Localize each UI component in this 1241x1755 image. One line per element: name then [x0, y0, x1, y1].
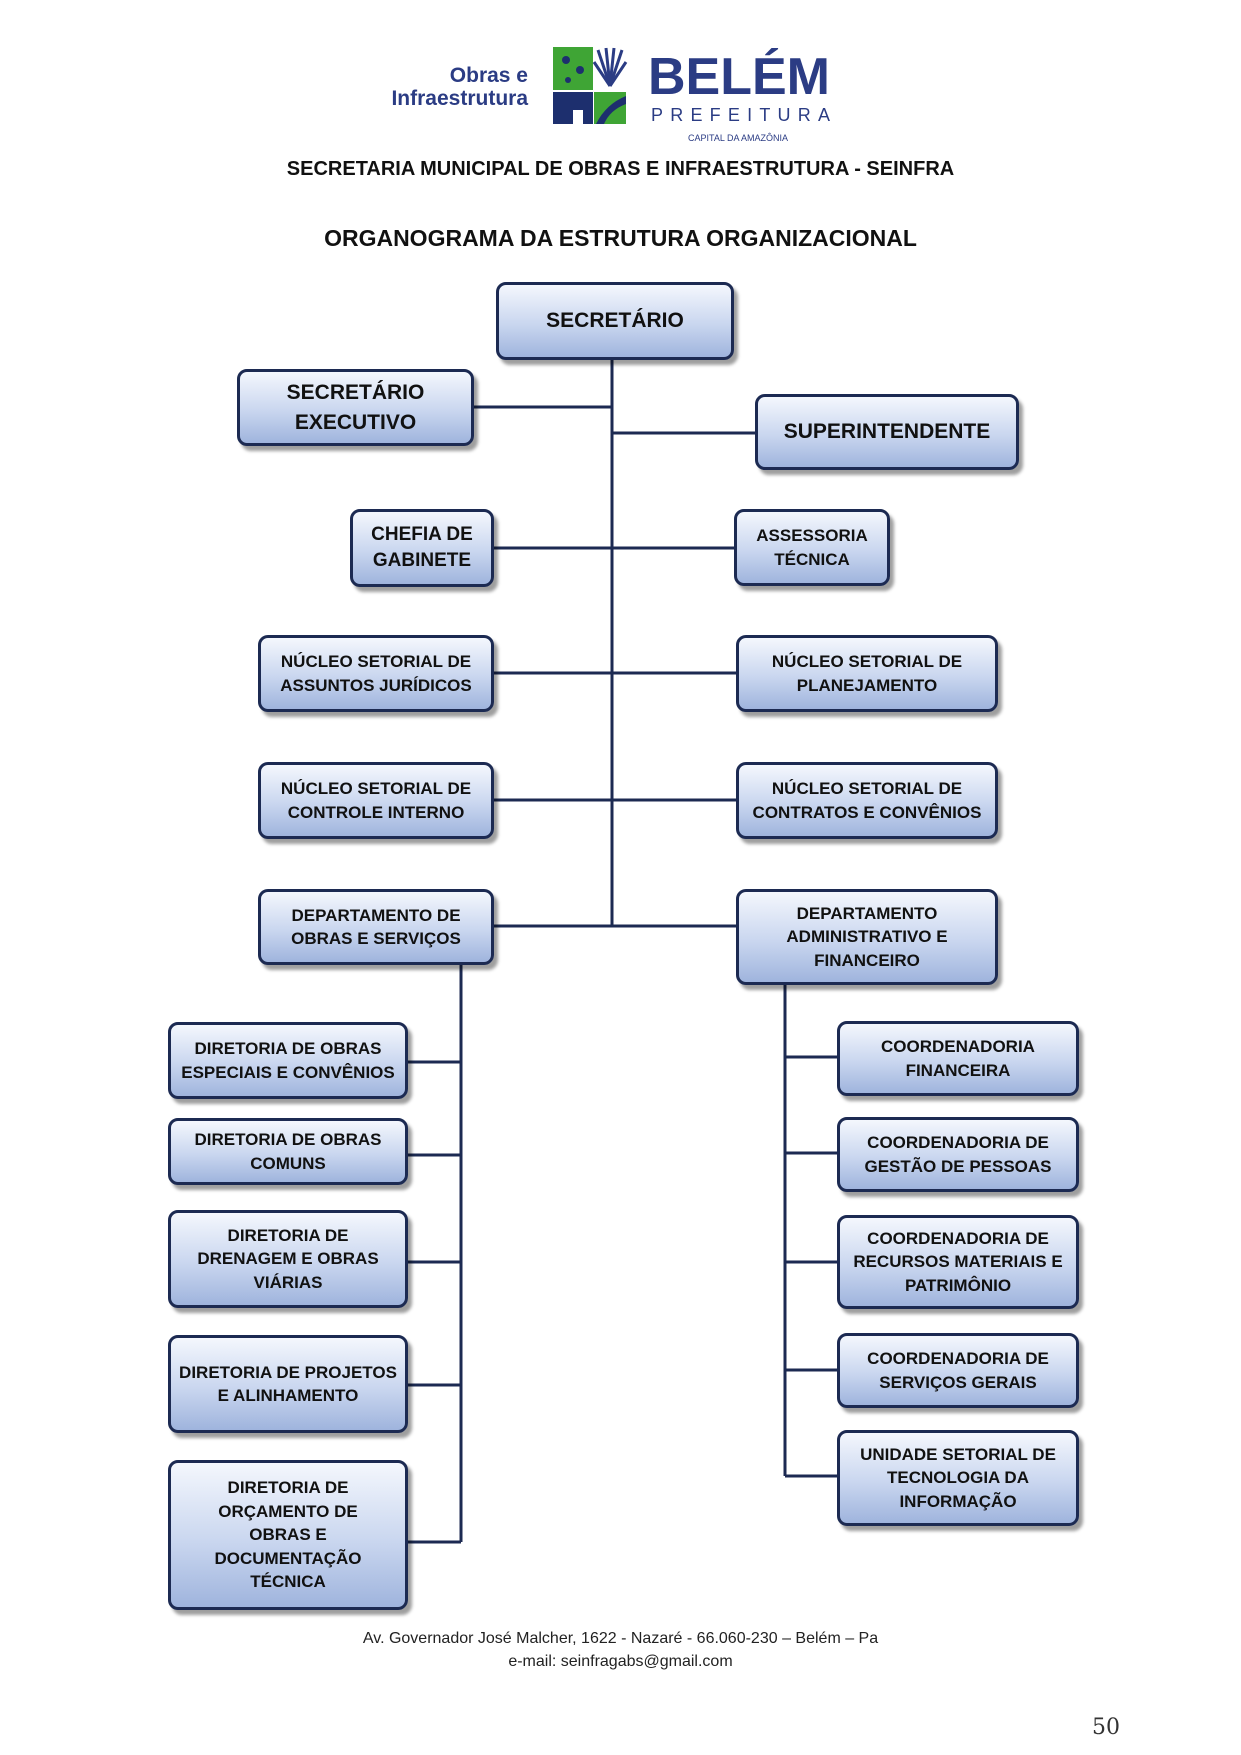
box-nucleo-controle: NÚCLEO SETORIAL DE CONTROLE INTERNO	[258, 762, 494, 839]
page-number: 50	[1092, 1715, 1120, 1740]
box-assessoria-tecnica: ASSESSORIA TÉCNICA	[734, 509, 890, 586]
box-dep-adm: DEPARTAMENTO ADMINISTRATIVO E FINANCEIRO	[736, 889, 998, 985]
page-subtitle: SECRETARIA MUNICIPAL DE OBRAS E INFRAEST…	[286, 158, 955, 180]
logo-emblem-icon	[553, 47, 628, 124]
logo-left-line2: Infraestrutura	[391, 87, 528, 110]
box-coord-materiais: COORDENADORIA DE RECURSOS MATERIAIS E PA…	[837, 1215, 1079, 1309]
box-chefia-gabinete: CHEFIA DE GABINETE	[350, 509, 494, 587]
box-coord-pessoas: COORDENADORIA DE GESTÃO DE PESSOAS	[837, 1117, 1079, 1192]
logo-tagline: CAPITAL DA AMAZÔNIA	[688, 133, 788, 143]
box-dir-drenagem: DIRETORIA DE DRENAGEM E OBRAS VIÁRIAS	[168, 1210, 408, 1308]
box-nucleo-planejamento: NÚCLEO SETORIAL DE PLANEJAMENTO	[736, 635, 998, 712]
footer-address: Av. Governador José Malcher, 1622 - Naza…	[362, 1630, 879, 1647]
box-superintendente: SUPERINTENDENTE	[755, 394, 1019, 470]
logo-left-line1: Obras e	[450, 64, 528, 87]
box-nucleo-contratos: NÚCLEO SETORIAL DE CONTRATOS E CONVÊNIOS	[736, 762, 998, 839]
box-secretario-executivo: SECRETÁRIO EXECUTIVO	[237, 369, 474, 446]
box-dir-projetos: DIRETORIA DE PROJETOS E ALINHAMENTO	[168, 1335, 408, 1433]
box-dir-orcamento: DIRETORIA DE ORÇAMENTO DE OBRAS E DOCUME…	[168, 1460, 408, 1610]
box-unidade-ti: UNIDADE SETORIAL DE TECNOLOGIA DA INFORM…	[837, 1430, 1079, 1526]
box-secretario: SECRETÁRIO	[496, 282, 734, 360]
box-dir-especiais: DIRETORIA DE OBRAS ESPECIAIS E CONVÊNIOS	[168, 1022, 408, 1099]
box-dir-comuns: DIRETORIA DE OBRAS COMUNS	[168, 1118, 408, 1185]
box-nucleo-juridicos: NÚCLEO SETORIAL DE ASSUNTOS JURÍDICOS	[258, 635, 494, 712]
box-coord-financeira: COORDENADORIA FINANCEIRA	[837, 1021, 1079, 1096]
footer-email: e-mail: seinfragabs@gmail.com	[508, 1653, 733, 1670]
seinfra-belem-logo: Obras e Infraestrutura BELÉM PREFEITURA …	[391, 47, 830, 143]
logo-brand: BELÉM	[648, 48, 830, 106]
page-title: ORGANOGRAMA DA ESTRUTURA ORGANIZACIONAL	[324, 225, 917, 251]
box-dep-obras: DEPARTAMENTO DE OBRAS E SERVIÇOS	[258, 889, 494, 965]
box-coord-servicos: COORDENADORIA DE SERVIÇOS GERAIS	[837, 1333, 1079, 1408]
